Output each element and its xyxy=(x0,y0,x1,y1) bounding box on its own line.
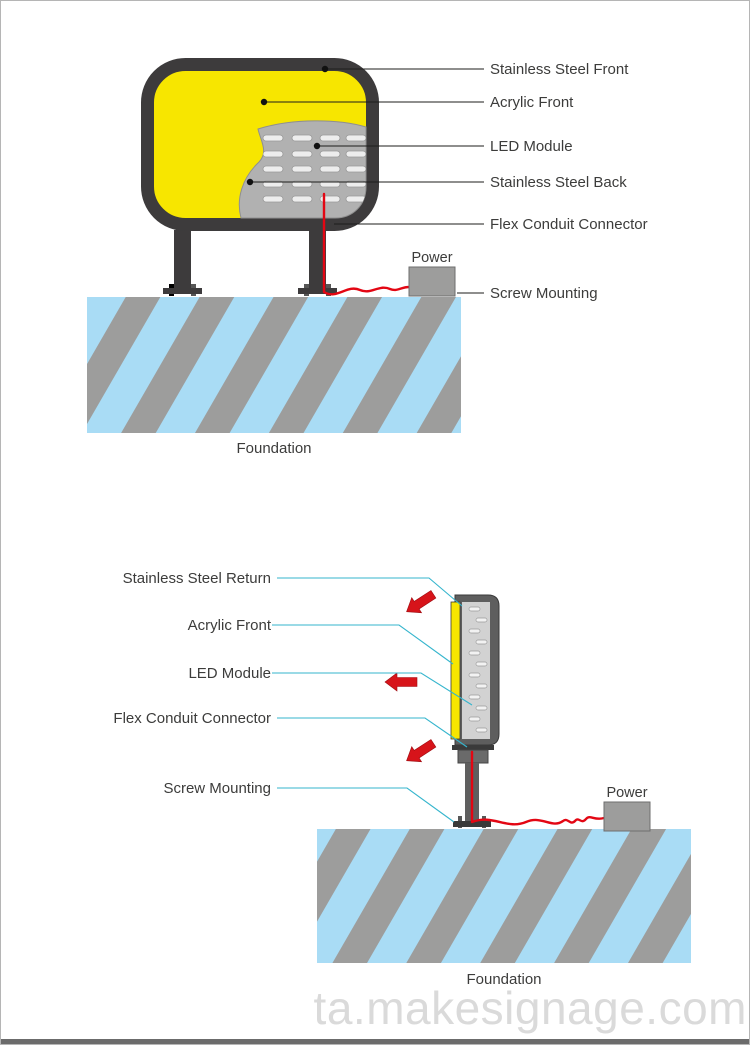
led-strip xyxy=(468,606,481,612)
leader-dots-front xyxy=(246,65,329,186)
red-arrow xyxy=(384,672,418,692)
label-led-module-side: LED Module xyxy=(188,665,271,682)
front-view: Foundation xyxy=(87,58,648,457)
label-acrylic-front: Acrylic Front xyxy=(490,94,574,111)
label-screw-mounting-side: Screw Mounting xyxy=(163,780,271,797)
leader-line xyxy=(272,672,473,706)
foundation-label-front: Foundation xyxy=(236,440,311,457)
led-strip xyxy=(475,617,488,623)
led-strip xyxy=(468,628,481,634)
foundation-label-side: Foundation xyxy=(466,971,541,988)
acrylic-front-strip xyxy=(450,601,461,740)
red-arrow xyxy=(406,739,437,763)
led-strip xyxy=(319,134,341,142)
label-stainless-steel-return: Stainless Steel Return xyxy=(123,570,271,587)
label-screw-mounting: Screw Mounting xyxy=(490,285,598,302)
led-strip xyxy=(291,150,313,158)
label-stainless-steel-front: Stainless Steel Front xyxy=(490,61,629,78)
led-strip xyxy=(345,134,366,142)
label-acrylic-front-side: Acrylic Front xyxy=(188,617,272,634)
led-strip xyxy=(475,727,488,733)
leader-dot xyxy=(313,142,321,150)
led-strip xyxy=(291,134,313,142)
label-flex-conduit-connector: Flex Conduit Connector xyxy=(490,216,648,233)
led-module-column xyxy=(468,606,488,733)
post-right xyxy=(309,230,326,290)
led-strip xyxy=(475,705,488,711)
led-strip xyxy=(291,165,313,173)
watermark: ta.makesignage.com xyxy=(313,982,747,1034)
led-strip xyxy=(475,639,488,645)
side-view: Foundation xyxy=(113,570,691,988)
foundation-side xyxy=(317,829,691,963)
mounting-flange-right xyxy=(298,288,337,294)
foundation-front xyxy=(87,297,461,433)
led-strip xyxy=(345,165,366,173)
led-strip xyxy=(475,683,488,689)
led-strip xyxy=(262,195,284,203)
label-stainless-steel-back: Stainless Steel Back xyxy=(490,174,627,191)
led-strip xyxy=(468,672,481,678)
leader-line xyxy=(277,717,468,748)
led-strip xyxy=(468,650,481,656)
power-wire-front xyxy=(322,192,411,296)
mounting-flange-left xyxy=(163,288,202,294)
power-wire-side xyxy=(470,750,606,826)
post-left xyxy=(174,230,191,290)
led-strip xyxy=(291,195,313,203)
sign-bottom-lip xyxy=(452,745,494,750)
led-strip xyxy=(345,150,366,158)
leader-line xyxy=(277,577,463,607)
sign-interior-panel xyxy=(462,602,490,739)
led-strip xyxy=(475,661,488,667)
led-strip xyxy=(262,150,284,158)
leader-dot xyxy=(246,178,254,186)
led-strip xyxy=(468,716,481,722)
led-strip xyxy=(468,694,481,700)
label-flex-conduit-connector-side: Flex Conduit Connector xyxy=(113,710,271,727)
power-box-side xyxy=(603,801,651,832)
power-box-front xyxy=(408,266,456,297)
led-strip xyxy=(262,165,284,173)
leader-lines-side xyxy=(272,577,473,823)
red-arrow xyxy=(406,590,437,614)
led-strip xyxy=(319,165,341,173)
led-strip xyxy=(345,195,366,203)
leader-lines-front xyxy=(250,68,484,294)
mounting-flange-side xyxy=(453,821,491,827)
leader-line xyxy=(272,624,454,665)
leader-dot xyxy=(321,65,329,73)
power-label-side: Power xyxy=(606,785,647,801)
direction-arrows xyxy=(384,590,437,763)
bottom-edge-bar xyxy=(1,1039,749,1044)
led-strip xyxy=(319,150,341,158)
power-label-front: Power xyxy=(411,250,452,266)
leader-line xyxy=(277,787,455,823)
label-led-module: LED Module xyxy=(490,138,573,155)
led-strip xyxy=(262,134,284,142)
leader-dot xyxy=(260,98,268,106)
